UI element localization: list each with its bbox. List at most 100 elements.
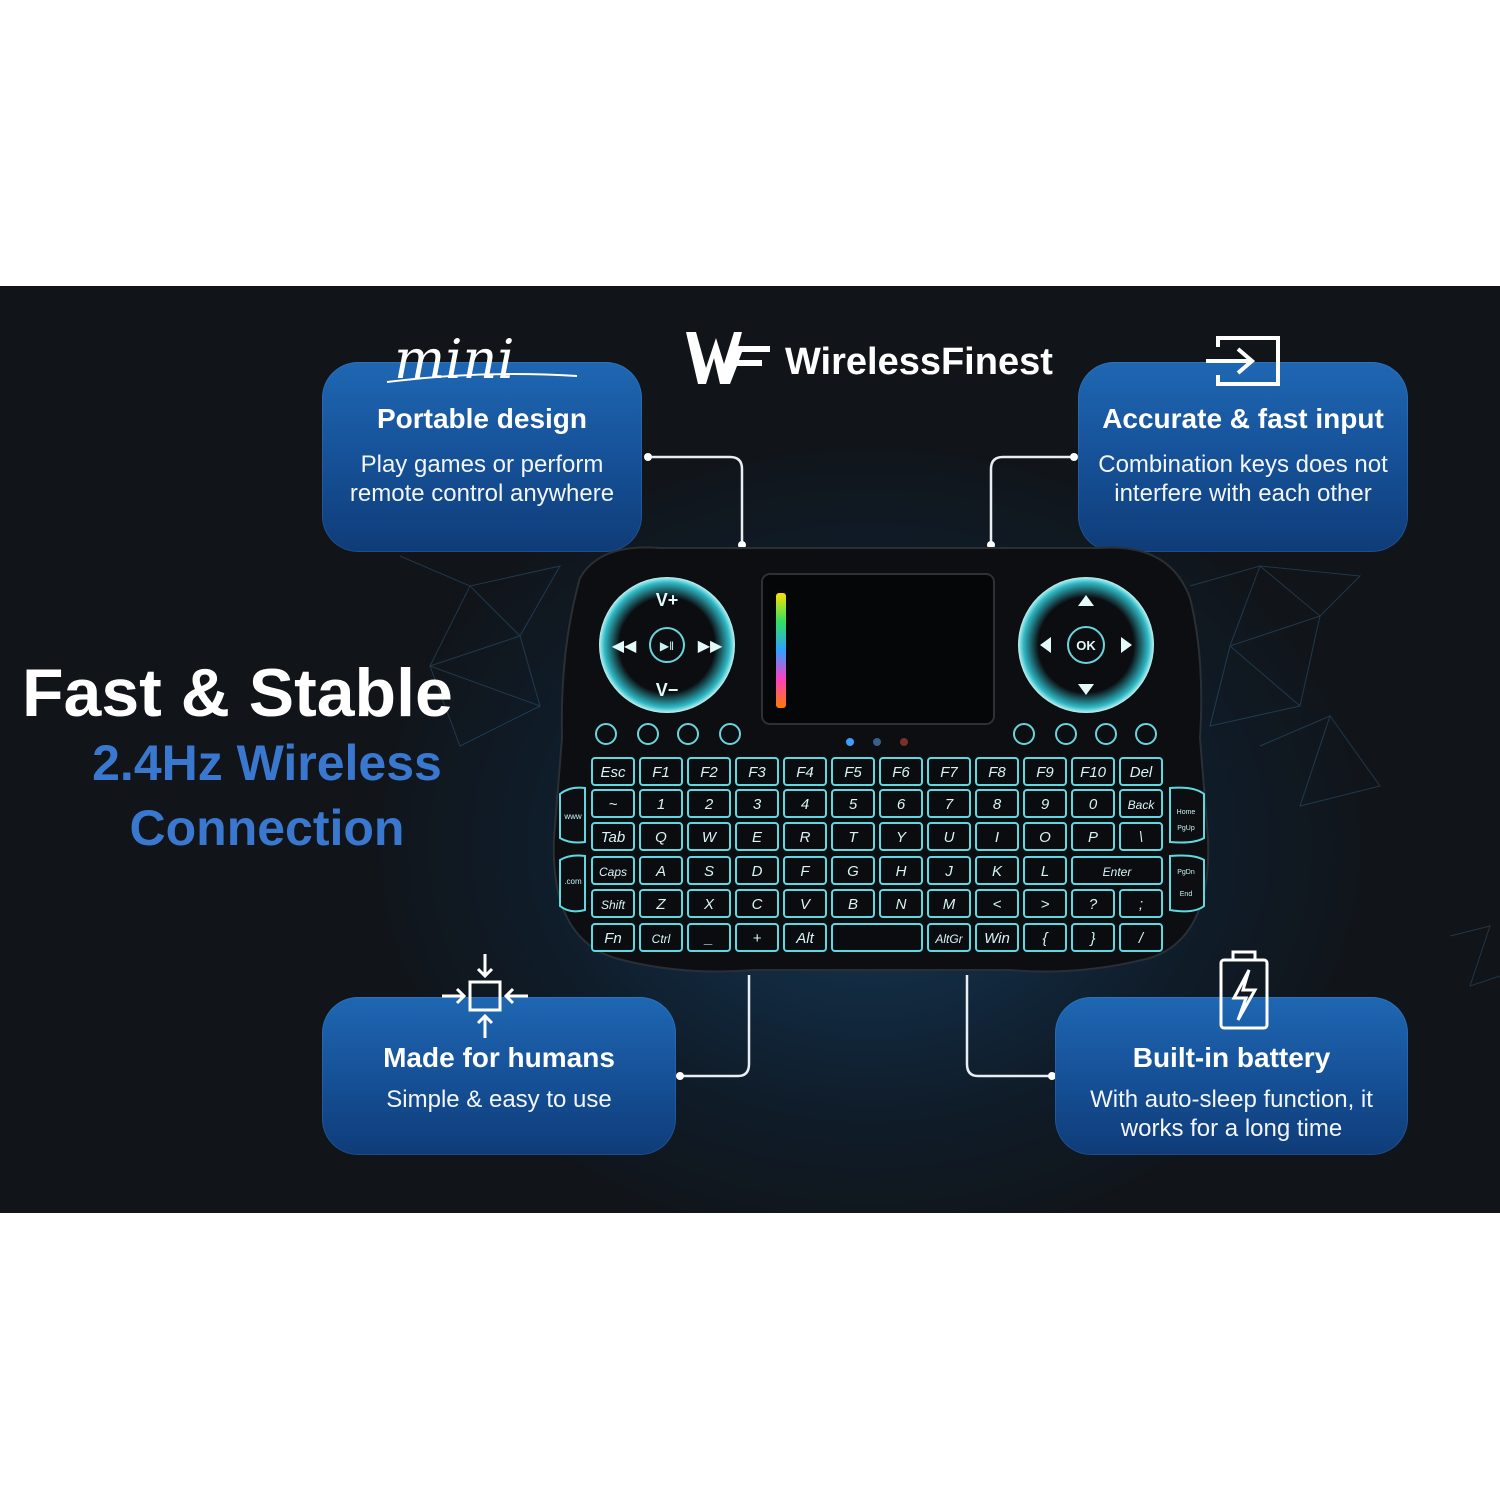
key-label: Win <box>984 930 1010 947</box>
key-label: C <box>752 896 763 913</box>
keyboard-key: C <box>735 889 779 918</box>
key-cap <box>831 822 875 851</box>
key-label: 1 <box>657 796 665 813</box>
keyboard-key: J <box>927 856 971 885</box>
key-label: / <box>1138 930 1145 947</box>
key-cap <box>687 856 731 885</box>
key-cap <box>927 757 971 786</box>
keyboard-key: 6 <box>879 789 923 818</box>
keyboard-key: F6 <box>879 757 923 786</box>
key-label: L <box>1041 863 1049 880</box>
key-label: Enter <box>1103 865 1133 879</box>
key-label: Y <box>896 829 907 846</box>
keyboard-key: 7 <box>927 789 971 818</box>
mute-icon <box>677 723 699 745</box>
keyboard-key: 9 <box>1023 789 1067 818</box>
key-cap <box>687 789 731 818</box>
key-label: F6 <box>892 764 910 781</box>
key-label: 5 <box>849 796 858 813</box>
mail-icon <box>637 723 659 745</box>
side-key-label: End <box>1180 891 1193 898</box>
key-cap <box>831 757 875 786</box>
forward-icon: ▶▶ <box>698 638 723 655</box>
key-label: T <box>848 829 859 846</box>
key-label: S <box>704 863 714 880</box>
keyboard-key: R <box>783 822 827 851</box>
key-cap <box>831 923 923 952</box>
side-key-com <box>559 854 586 913</box>
arrow-right-icon <box>1121 637 1132 653</box>
side-key-pgup <box>1169 786 1205 844</box>
headline-line2: 2.4Hz Wireless <box>92 735 442 791</box>
key-cap <box>783 822 827 851</box>
key-label: H <box>896 863 907 880</box>
keyboard-key: Q <box>639 822 683 851</box>
key-cap <box>927 856 971 885</box>
keyboard-key: 2 <box>687 789 731 818</box>
key-label: O <box>1039 829 1051 846</box>
key-label: Q <box>655 829 667 846</box>
key-label: Ctrl <box>652 932 671 946</box>
key-label: Tab <box>601 829 625 846</box>
key-cap <box>831 889 875 918</box>
key-cap <box>927 822 971 851</box>
key-label: W <box>702 829 718 846</box>
mini-logo-text: mini <box>394 330 515 390</box>
keyboard-key: Caps <box>591 856 635 885</box>
key-cap <box>879 757 923 786</box>
key-cap <box>639 789 683 818</box>
key-cap <box>735 923 779 952</box>
key-label: 3 <box>753 796 762 813</box>
key-cap <box>783 923 827 952</box>
key-cap <box>927 923 971 952</box>
key-cap <box>687 757 731 786</box>
key-cap <box>927 889 971 918</box>
search-icon <box>1135 723 1157 745</box>
keyboard-key: { <box>1023 923 1067 952</box>
key-label: F5 <box>844 764 862 781</box>
keyboard-key: Del <box>1119 757 1163 786</box>
home-icon <box>1055 723 1077 745</box>
key-label: I <box>995 829 999 846</box>
key-cap <box>735 757 779 786</box>
keyboard-key: Alt <box>783 923 827 952</box>
feature-card-humans: Made for humans Simple & easy to use <box>322 997 676 1155</box>
keyboard-key: F9 <box>1023 757 1067 786</box>
key-cap <box>783 789 827 818</box>
keyboard-key: F2 <box>687 757 731 786</box>
key-label: ~ <box>609 796 618 813</box>
key-label: U <box>944 829 955 846</box>
side-key-pgdn <box>1169 854 1205 913</box>
keyboard-key: ; <box>1119 889 1163 918</box>
volume-down-label: V− <box>656 680 679 700</box>
keyboard-key: W <box>687 822 731 851</box>
key-cap <box>591 889 635 918</box>
key-label: Alt <box>795 930 814 947</box>
key-cap <box>975 856 1019 885</box>
keyboard-key: A <box>639 856 683 885</box>
key-label: < <box>993 896 1002 913</box>
side-key-label: Home <box>1177 809 1196 816</box>
keyboard-key: _ <box>687 923 731 952</box>
key-cap <box>1071 889 1115 918</box>
key-label: _ <box>703 930 713 947</box>
key-label: Fn <box>604 930 622 947</box>
brand-name: WirelessFinest <box>785 341 1053 383</box>
key-cap <box>1071 923 1115 952</box>
keyboard-key: Z <box>639 889 683 918</box>
key-cap <box>687 889 731 918</box>
key-label: 2 <box>704 796 714 813</box>
key-cap <box>735 822 779 851</box>
key-cap <box>975 822 1019 851</box>
keyboard-key: H <box>879 856 923 885</box>
key-cap <box>639 822 683 851</box>
key-cap <box>1119 889 1163 918</box>
key-label: F10 <box>1080 764 1107 781</box>
key-label: E <box>752 829 763 846</box>
keyboard-key <box>831 923 923 952</box>
feature-card-battery: Built-in battery With auto-sleep functio… <box>1055 997 1408 1155</box>
ok-label: OK <box>1076 638 1096 653</box>
play-pause-icon: ▶‖ <box>660 639 674 653</box>
key-cap <box>1023 822 1067 851</box>
